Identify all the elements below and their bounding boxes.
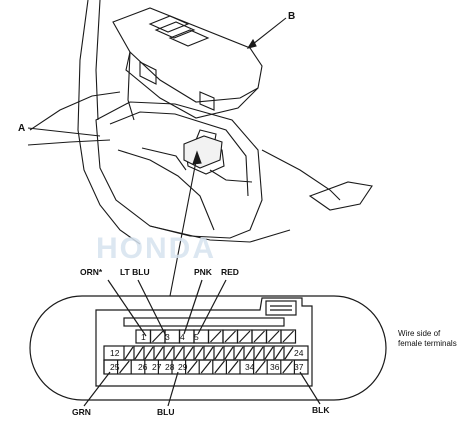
pin-25: 25 — [110, 362, 120, 372]
pin-24: 24 — [294, 348, 304, 358]
wire-label-pnk: PNK — [194, 267, 212, 277]
callout-B: B — [288, 11, 296, 22]
leader-grn — [83, 371, 111, 407]
door-panel-curve — [27, 91, 121, 146]
connector-in-console — [183, 135, 223, 169]
armrest-body — [95, 101, 373, 243]
callout-B-arrowhead — [246, 38, 257, 49]
pin-1: 1 — [141, 332, 146, 342]
callout-A-leader — [27, 127, 101, 137]
callout-A: A — [18, 123, 26, 134]
wire-side-note-line1: Wire side of — [398, 329, 441, 338]
middle-row-hatch — [123, 346, 294, 360]
connector-housing — [95, 297, 313, 387]
wire-label-orn: ORN* — [80, 267, 103, 277]
leader-ltblu — [137, 279, 167, 337]
leader-orn — [107, 279, 147, 337]
connector-outline — [29, 295, 387, 401]
pin-34: 34 — [245, 362, 255, 372]
pin-5: 5 — [194, 332, 199, 342]
leader-pnk — [183, 279, 203, 335]
wire-label-blk: BLK — [312, 405, 330, 415]
bottom-row-hatch — [103, 360, 295, 374]
pin-28: 28 — [165, 362, 175, 372]
pin-3: 3 — [165, 332, 170, 342]
pin-26: 26 — [138, 362, 148, 372]
top-row-cell — [280, 329, 297, 344]
door-trim-lines — [77, 0, 141, 245]
pin-37: 37 — [294, 362, 304, 372]
honda-watermark: HONDA — [96, 232, 216, 265]
wire-label-grn: GRN — [72, 407, 91, 417]
connector-lock-tab — [265, 300, 297, 316]
leader-red — [197, 279, 227, 335]
pin-27: 27 — [152, 362, 162, 372]
pin-36: 36 — [270, 362, 280, 372]
wire-label-blu: BLU — [157, 407, 175, 417]
wire-side-note: Wire side of female terminals — [398, 329, 457, 348]
location-arrow — [169, 155, 198, 297]
pin-29: 29 — [178, 362, 188, 372]
wire-label-red: RED — [221, 267, 239, 277]
pin-12: 12 — [110, 348, 120, 358]
top-row-cells — [135, 329, 297, 344]
location-arrowhead — [192, 150, 202, 165]
leader-blu — [167, 371, 179, 407]
pin-4: 4 — [180, 332, 185, 342]
window-switch-panel — [112, 7, 263, 121]
leader-blk — [299, 371, 321, 405]
wire-side-note-line2: female terminals — [398, 338, 457, 348]
wire-label-lt-blu: LT BLU — [120, 267, 150, 277]
